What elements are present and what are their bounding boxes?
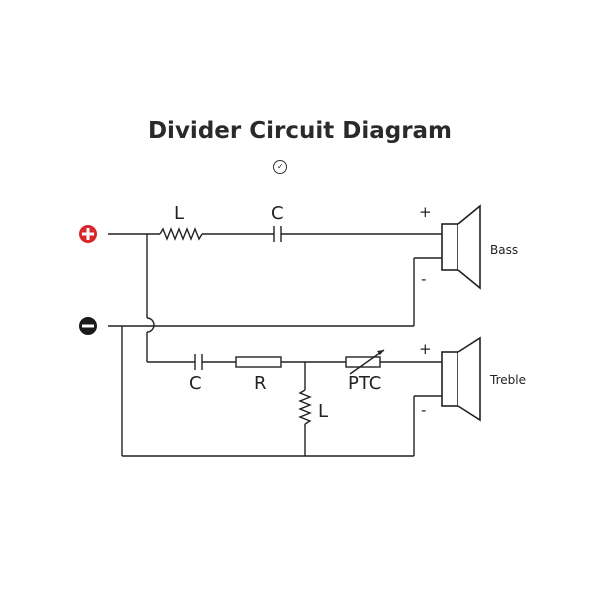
plus-circle-icon <box>79 225 97 243</box>
treble-resistor <box>235 356 282 368</box>
bass-minus-label: - <box>421 270 426 288</box>
treble-speaker-label: Treble <box>489 373 526 387</box>
chevron-down-icon: ✓ <box>273 160 287 174</box>
page-title: Divider Circuit Diagram <box>147 118 453 144</box>
treble-minus-label: - <box>421 401 426 419</box>
bass-inductor-label: L <box>174 203 184 224</box>
treble-shunt-inductor-label: L <box>318 401 328 422</box>
treble-capacitor-label: C <box>189 373 202 394</box>
bass-capacitor-label: C <box>271 203 284 224</box>
minus-circle-icon <box>79 317 97 335</box>
treble-resistor-label: R <box>254 373 267 394</box>
bass-speaker-icon <box>441 204 481 290</box>
treble-ptc-label: PTC <box>348 373 381 394</box>
bass-speaker-label: Bass <box>490 243 518 257</box>
treble-speaker-icon <box>441 336 481 422</box>
bass-wiring <box>108 226 442 362</box>
bass-plus-label: + <box>419 203 432 221</box>
treble-wiring <box>121 326 442 457</box>
treble-plus-label: + <box>419 340 432 358</box>
bass-inductor <box>159 227 203 241</box>
treble-shunt-inductor <box>298 389 312 425</box>
